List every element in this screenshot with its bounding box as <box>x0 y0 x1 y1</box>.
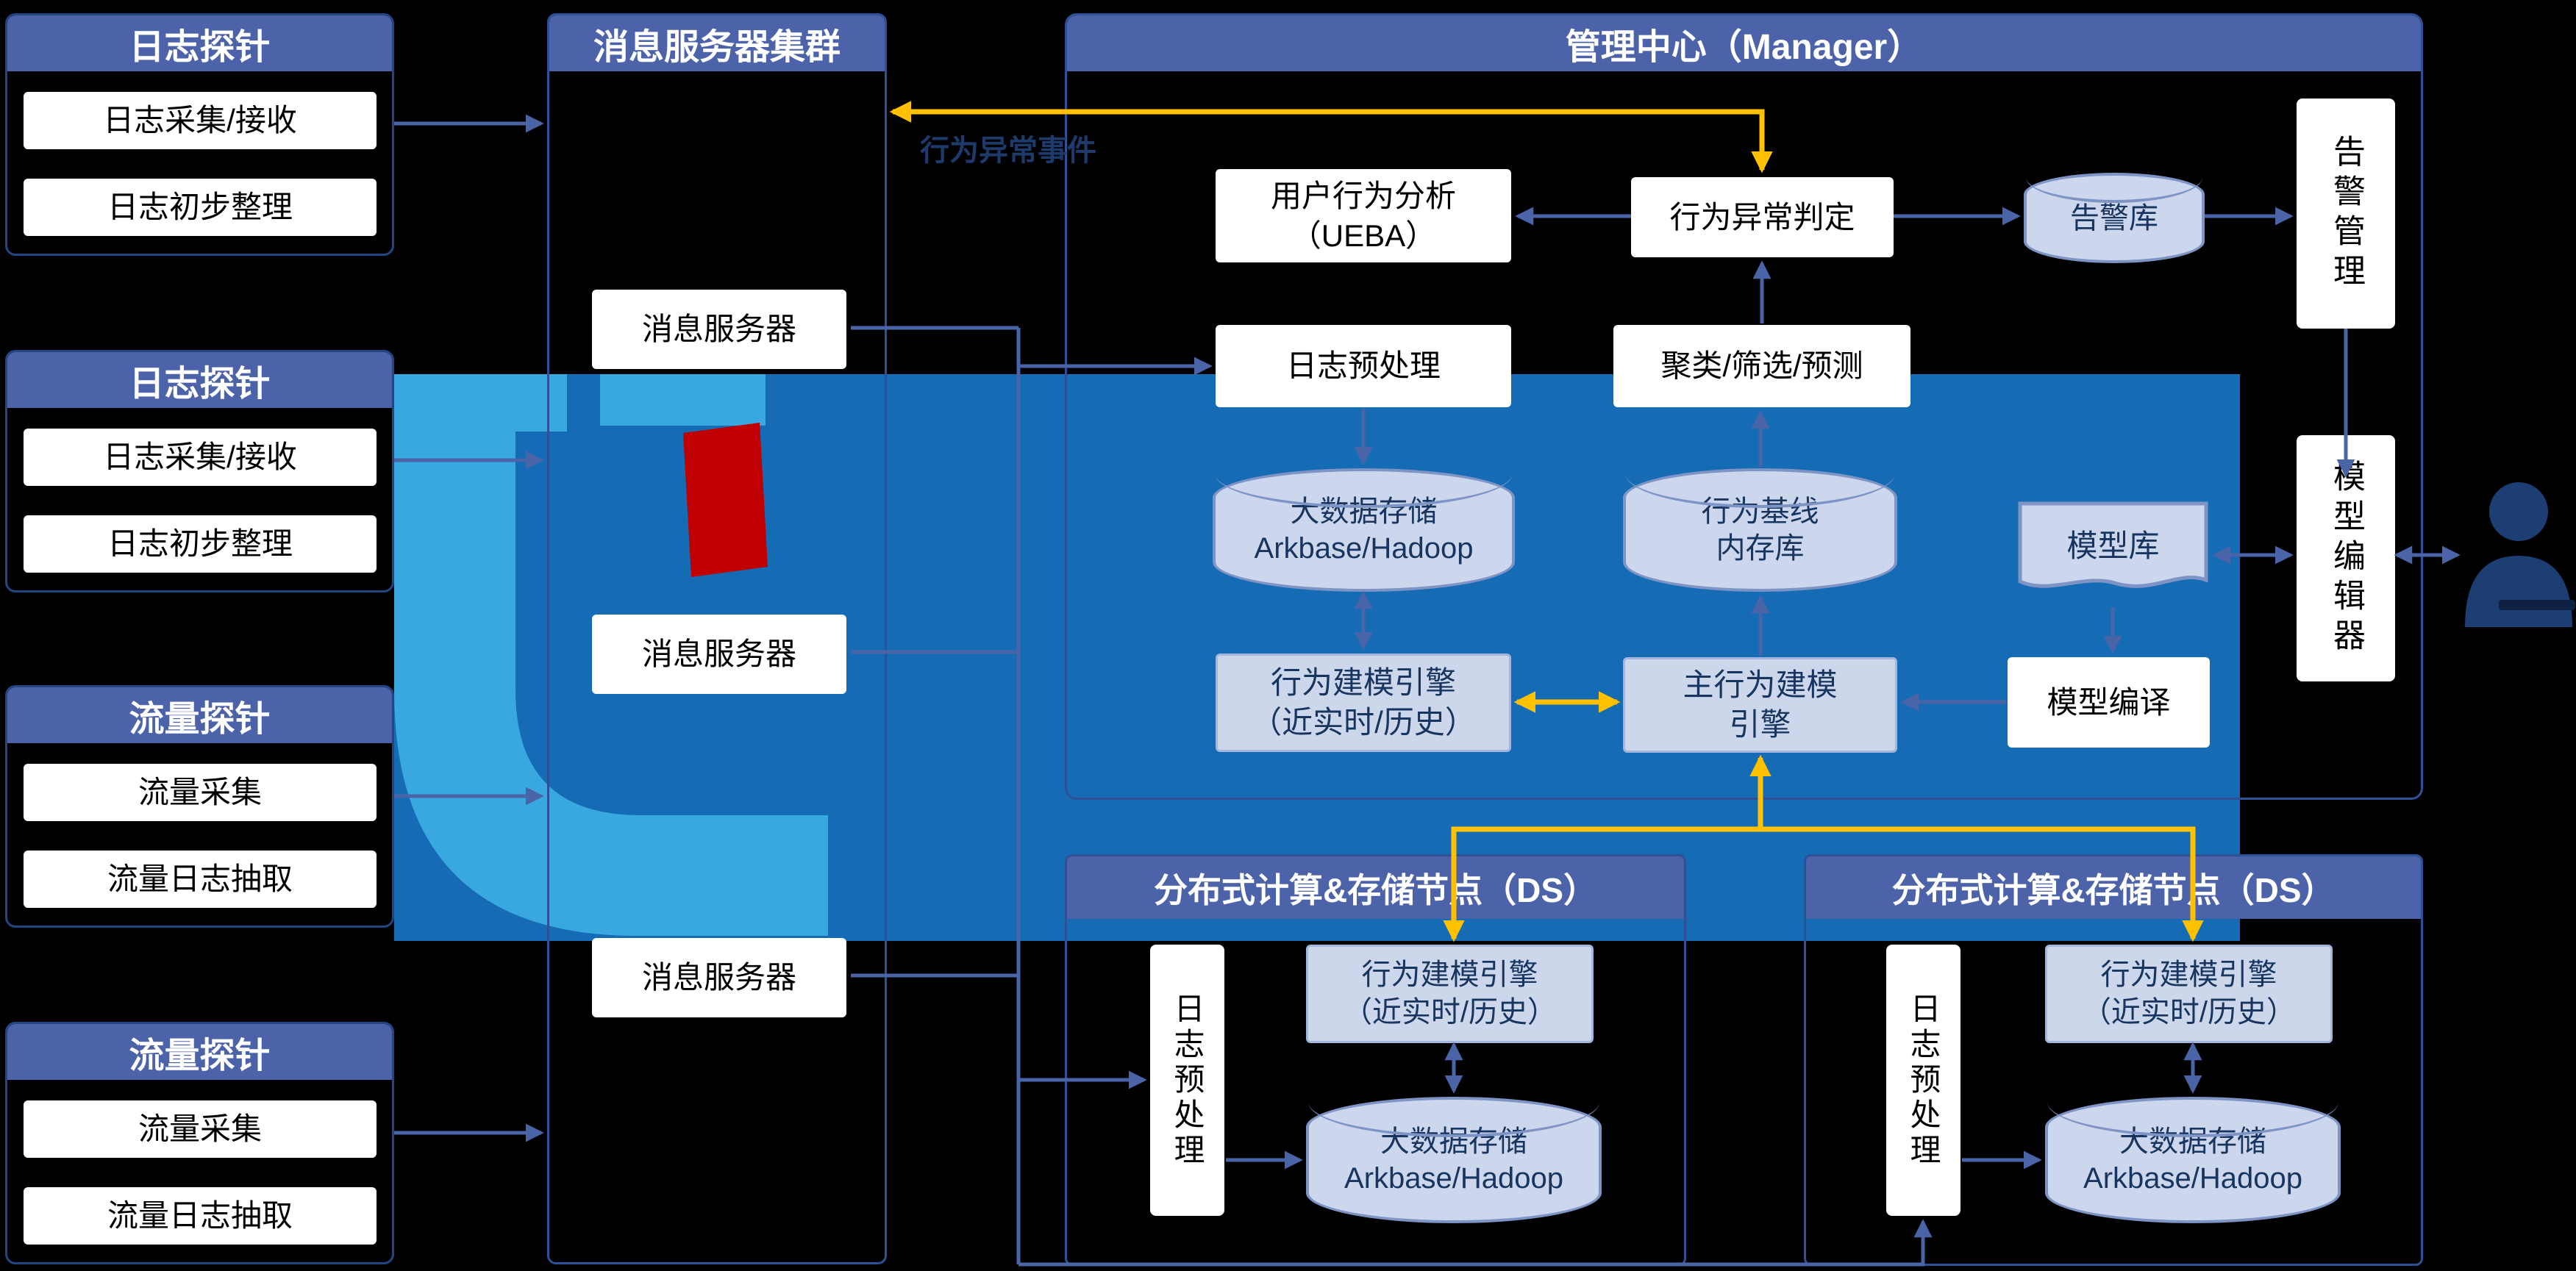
probe-group-1: 日志探针 日志采集/接收 日志初步整理 <box>5 13 394 256</box>
probe-header: 流量探针 <box>7 687 392 743</box>
ds-log-preprocessing-box: 日志预处理 <box>1886 945 1960 1216</box>
model-editor-box: 模型编辑器 <box>2297 435 2395 681</box>
behavior-baseline-cylinder: 行为基线 内存库 <box>1623 468 1897 592</box>
clustering-box: 聚类/筛选/预测 <box>1613 325 1910 407</box>
probe-item: 日志采集/接收 <box>24 92 377 149</box>
ds-engine-box: 行为建模引擎 （近实时/历史） <box>2045 945 2333 1043</box>
document-shape <box>2018 501 2208 588</box>
probe-group-2: 日志探针 日志采集/接收 日志初步整理 <box>5 350 394 592</box>
log-preprocessing-box: 日志预处理 <box>1216 325 1511 407</box>
probe-item: 日志初步整理 <box>24 179 377 236</box>
probe-item: 流量采集 <box>24 1100 377 1158</box>
probe-header: 日志探针 <box>7 15 392 71</box>
user-icon <box>2465 482 2575 627</box>
behavior-modeling-engine-box: 行为建模引擎 （近实时/历史） <box>1216 654 1511 752</box>
model-db-document: 模型库 <box>2017 501 2209 607</box>
ds-header: 分布式计算&存储节点（DS） <box>1806 856 2421 919</box>
message-server-box: 消息服务器 <box>592 615 846 694</box>
probe-item: 日志初步整理 <box>24 515 377 573</box>
bigdata-storage-cylinder: 大数据存储 Arkbase/Hadoop <box>1213 468 1515 592</box>
message-cluster-panel: 消息服务器集群 消息服务器 消息服务器 消息服务器 <box>547 13 887 1264</box>
probe-item: 流量采集 <box>24 764 377 821</box>
message-cluster-header: 消息服务器集群 <box>549 15 885 71</box>
probe-item: 日志采集/接收 <box>24 429 377 486</box>
ds-log-preprocessing-box: 日志预处理 <box>1150 945 1224 1216</box>
probe-header: 日志探针 <box>7 352 392 408</box>
alert-db-cylinder: 告警库 <box>2024 173 2205 263</box>
ds-engine-box: 行为建模引擎 （近实时/历史） <box>1306 945 1594 1043</box>
ds-storage-cylinder: 大数据存储 Arkbase/Hadoop <box>1306 1097 1602 1223</box>
manager-panel: 管理中心（Manager） <box>1065 13 2423 800</box>
probe-header: 流量探针 <box>7 1024 392 1080</box>
main-modeling-engine-box: 主行为建模 引擎 <box>1623 657 1897 753</box>
probe-group-3: 流量探针 流量采集 流量日志抽取 <box>5 685 394 928</box>
model-db-label: 模型库 <box>2066 529 2160 563</box>
ds-header: 分布式计算&存储节点（DS） <box>1067 856 1684 919</box>
model-compile-box: 模型编译 <box>2008 657 2210 748</box>
ds-storage-cylinder: 大数据存储 Arkbase/Hadoop <box>2045 1097 2341 1223</box>
manager-header: 管理中心（Manager） <box>1067 15 2421 71</box>
probe-group-4: 流量探针 流量采集 流量日志抽取 <box>5 1022 394 1264</box>
ueba-box: 用户行为分析 （UEBA） <box>1216 169 1511 262</box>
probe-item: 流量日志抽取 <box>24 1187 377 1245</box>
message-server-box: 消息服务器 <box>592 290 846 369</box>
anomaly-judgment-box: 行为异常判定 <box>1631 177 1894 257</box>
behavior-anomaly-event-label: 行为异常事件 <box>920 135 1096 167</box>
alert-management-box: 告警管理 <box>2297 99 2395 329</box>
message-server-box: 消息服务器 <box>592 938 846 1017</box>
probe-item: 流量日志抽取 <box>24 851 377 908</box>
